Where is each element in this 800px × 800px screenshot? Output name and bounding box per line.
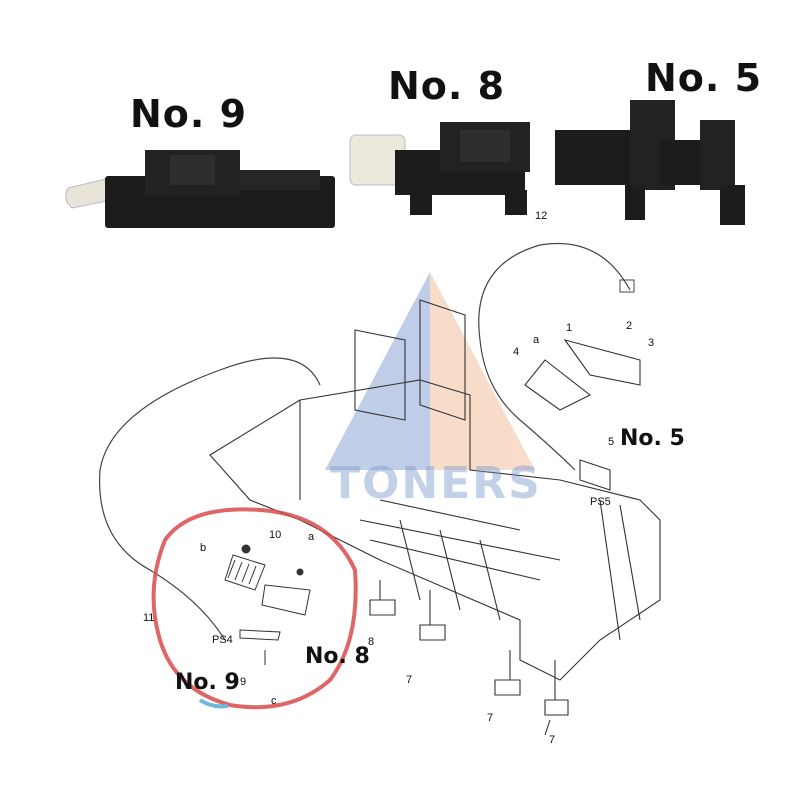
callout-4: 4: [513, 346, 520, 358]
ps4-assembly-drawing: [224, 544, 311, 665]
callout-7-middle: 7: [487, 712, 494, 724]
diagram-label-no5: No. 5: [620, 426, 685, 451]
callout-11: 11: [143, 612, 155, 624]
diagram-label-no8: No. 8: [305, 644, 370, 669]
watermark-text: TONERS: [330, 458, 542, 509]
callout-7-left: 7: [406, 674, 413, 686]
callout-9: 9: [240, 676, 247, 688]
callout-1: 1: [566, 322, 573, 334]
callout-5: 5: [608, 436, 615, 448]
callout-b: b: [200, 542, 207, 554]
callout-12: 12: [535, 210, 548, 222]
watermark-logo: [325, 272, 535, 470]
callout-2: 2: [626, 320, 633, 332]
callout-10: 10: [269, 529, 282, 541]
callout-8: 8: [368, 636, 375, 648]
callout-c: c: [271, 695, 277, 707]
cable-12: [478, 242, 631, 471]
callout-ps5: PS5: [590, 496, 611, 508]
callout-ps4: PS4: [212, 634, 233, 646]
sensor-no5-photo: [555, 100, 745, 225]
photo-label-no9: No. 9: [130, 92, 248, 136]
diagram-label-no9: No. 9: [175, 670, 240, 695]
photo-label-no8: No. 8: [388, 64, 506, 108]
sensor-no9-photo: [65, 150, 335, 228]
callout-a-top: a: [533, 334, 540, 346]
callout-3: 3: [648, 337, 655, 349]
cable-11: [98, 357, 321, 641]
highlight-circle: [151, 507, 358, 710]
callout-a-bottom: a: [308, 531, 315, 543]
fuser-frame-drawing: [209, 299, 661, 736]
callout-7-right: 7: [549, 734, 556, 746]
sensor-no8-photo: [349, 122, 530, 215]
photo-label-no5: No. 5: [645, 56, 763, 100]
